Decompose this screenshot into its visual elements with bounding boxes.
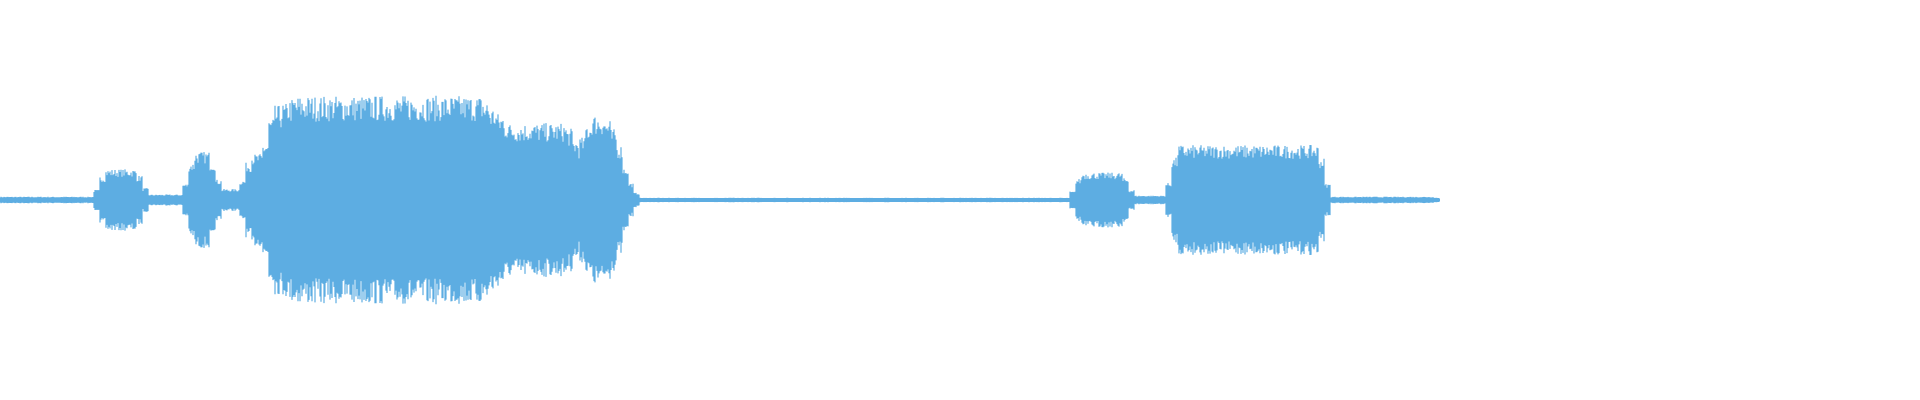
waveform-path [0, 95, 1440, 305]
